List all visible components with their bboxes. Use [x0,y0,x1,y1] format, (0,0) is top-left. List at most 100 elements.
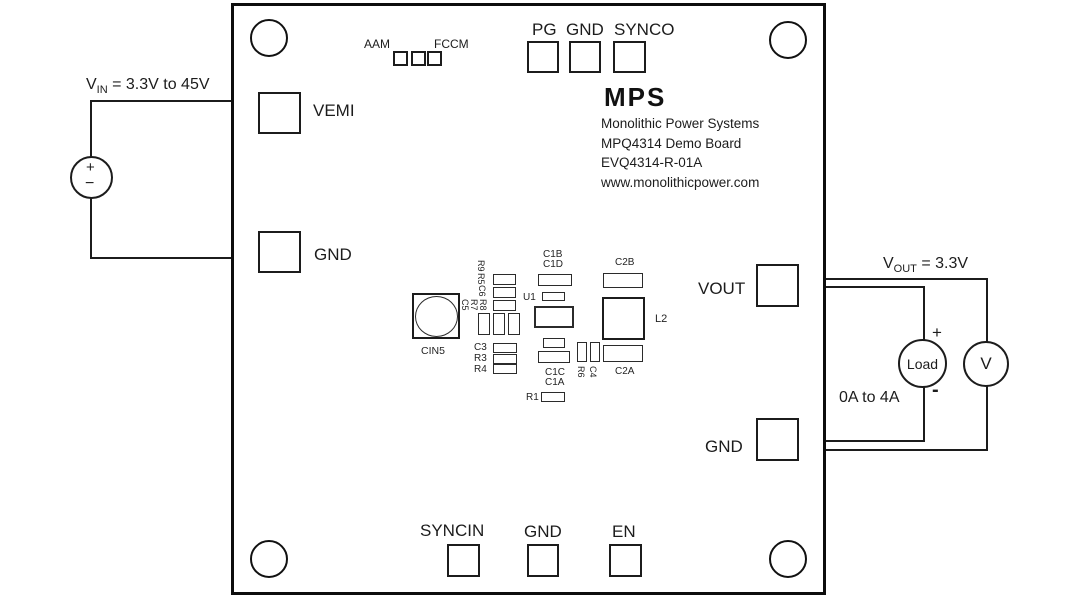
mounting-hole-top-right [769,21,807,59]
load-text: Load [906,355,939,372]
load-wire-top [923,286,925,346]
r7-ref-label: R7 [469,299,479,311]
en-label: EN [612,522,636,541]
mode-jumper-pad-1 [393,51,408,66]
mode-jumper-pad-3 [427,51,442,66]
source-plus-sign: + [86,159,95,176]
syncin-pad [447,544,480,577]
l2-inductor-body [602,297,645,340]
vout-wire-outer-top [826,278,988,280]
gnd-wire-outer-bottom [826,449,988,451]
gnd-right-pad [756,418,799,461]
meter-wire-bottom [986,382,988,451]
c3-component-body [493,343,517,353]
load-wire-bottom [923,382,925,442]
synco-label: SYNCO [614,20,675,39]
cin5-capacitor-circle [415,296,458,337]
c2a-component-body [603,345,643,362]
c1c-component-body [538,351,570,363]
gnd-top-pad [569,41,601,73]
voltage-source-symbol: + − [70,156,113,199]
r3-component-body [493,354,517,364]
c2b-ref-label: C2B [615,257,635,268]
mounting-hole-top-left [250,19,288,57]
meter-wire-top [986,278,988,348]
c2a-ref-label: C2A [615,366,635,377]
vout-wire-inner-top [826,286,925,288]
load-minus-sign: - [932,379,939,401]
c1d-component-body [538,274,572,286]
vertical-passive-3 [508,313,520,335]
c6-component-body [493,287,516,298]
u1-ref-label: U1 [523,292,536,303]
syncin-label: SYNCIN [420,521,485,540]
vout-label: VOUT [698,279,746,298]
c3-ref-label: C3 [474,342,487,353]
load-current-range-label: 0A to 4A [839,389,900,406]
pg-pad [527,41,559,73]
c1c-ref-label: C1C [545,367,566,378]
gnd-bottom-pad [527,544,559,577]
vin-wire-bottom [90,257,233,259]
small-passive-above-u1 [542,292,565,301]
c1b-ref-label: C1B [543,249,563,260]
board-info-block: Monolithic Power Systems MPQ4314 Demo Bo… [601,114,759,192]
load-plus-sign: + [932,323,942,342]
r4-ref-label: R4 [474,364,487,375]
mps-logo: MPS [604,82,667,112]
gnd-left-label: GND [314,245,352,264]
voltmeter-text: V [980,354,992,373]
fccm-label: FCCM [434,37,469,51]
cin5-ref-label: CIN5 [421,345,445,357]
vout-pad [756,264,799,307]
r8-ref-label: R8 [478,299,488,311]
gnd-bottom-label: GND [524,522,562,541]
vout-value-label: VOUT = 3.3V [883,255,969,276]
vin-range-label: VIN = 3.3V to 45V [86,76,210,97]
l2-ref-label: L2 [655,313,668,325]
gnd-top-label: GND [566,20,604,39]
mounting-hole-bottom-left [250,540,288,578]
c5-ref-label: C5 [460,299,470,311]
aam-label: AAM [364,37,391,51]
r3-ref-label: R3 [474,353,487,364]
r4-component-body [493,364,517,374]
r6-component-body [577,342,587,362]
vemi-label: VEMI [313,101,355,120]
c6-ref-label: C6 [477,285,487,297]
voltmeter-symbol: V [963,341,1009,387]
source-minus-sign: − [85,175,95,192]
gnd-wire-inner-bottom [826,440,925,442]
r5-component-body [493,274,516,285]
manufacturer-name: Monolithic Power Systems [601,116,760,131]
en-pad [609,544,642,577]
synco-pad [613,41,646,73]
r8-component-body [493,300,516,311]
board-part-number: EVQ4314-R-01A [601,155,703,170]
load-symbol: Load [898,339,947,388]
c4-ref-label: C4 [588,366,598,378]
mounting-hole-bottom-right [769,540,807,578]
pg-label: PG [532,20,557,39]
mode-jumper-pad-2 [411,51,426,66]
board-outline [231,3,826,595]
r1-component-body [541,392,565,402]
cin5-capacitor-body [412,293,460,339]
manufacturer-website: www.monolithicpower.com [601,174,760,190]
gnd-left-pad [258,231,301,273]
vertical-passive-1 [478,313,490,335]
vin-wire-top [90,100,233,102]
r6-ref-label: R6 [576,366,586,378]
r1-ref-label: R1 [526,392,539,403]
u1-ic-body [534,306,574,328]
r9-ref-label: R9 [476,260,486,272]
c1d-ref-label: C1D [543,259,564,270]
vemi-pad [258,92,301,134]
c2b-component-body [603,273,643,288]
vertical-passive-2 [493,313,505,335]
c1a-ref-label: C1A [545,377,565,388]
small-passive-below-u1 [543,338,565,348]
gnd-right-label: GND [705,437,743,456]
c4-component-body [590,342,600,362]
